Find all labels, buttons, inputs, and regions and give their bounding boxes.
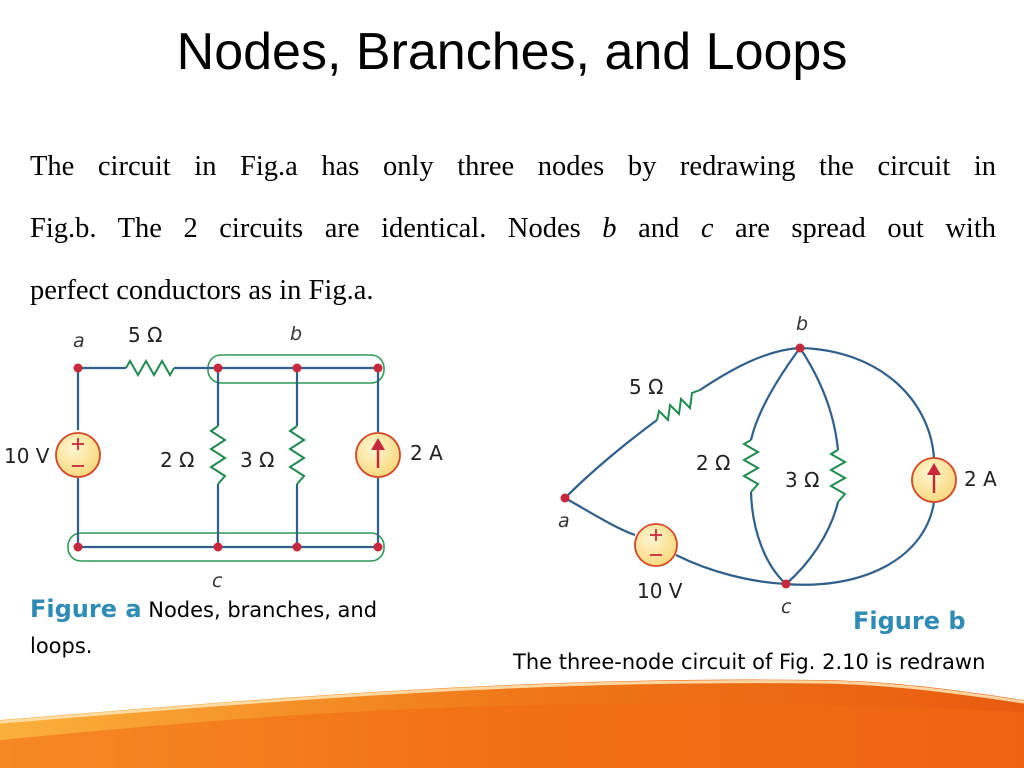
figure-b: b a c 5 Ω 2 Ω 3 Ω 10 V 2 A (558, 313, 997, 618)
resistor-5-label-b: 5 Ω (629, 375, 663, 399)
slide-title: Nodes, Branches, and Loops (176, 23, 848, 81)
resistor-3-ohm (288, 425, 306, 485)
footer-swoosh (0, 679, 1024, 768)
body-paragraph: The circuit in Fig.a has only three node… (30, 136, 996, 322)
paragraph-text: Fig.b. The 2 circuits are identical. Nod… (30, 213, 603, 244)
figure-b-nodes (560, 343, 805, 589)
paragraph-line-2: Fig.b. The 2 circuits are identical. Nod… (30, 198, 996, 260)
node-b-label-b: b (796, 313, 808, 335)
current-source-label: 2 A (410, 441, 443, 465)
resistor-3-label-b: 3 Ω (785, 468, 819, 492)
figure-a-caption-text: Nodes, branches, and loops. (30, 598, 378, 658)
node-a-label: a (73, 330, 85, 352)
figure-b-caption-text: The three-node circuit of Fig. 2.10 is r… (513, 650, 986, 674)
resistor-3-label: 3 Ω (240, 448, 274, 472)
node-a-label-b: a (558, 510, 570, 532)
resistor-5-ohm (125, 358, 175, 378)
figure-a-wires (76, 366, 380, 549)
voltage-source-b-icon (634, 523, 678, 567)
node-c-highlight (67, 532, 385, 562)
resistor-2-ohm (209, 425, 227, 485)
resistor-2-ohm-b (741, 439, 761, 493)
node-c-label: c (212, 570, 223, 592)
figure-a: a b c 5 Ω 2 Ω 3 Ω 10 V 2 A (4, 323, 443, 592)
resistor-2-label: 2 Ω (160, 448, 194, 472)
paragraph-line-3: perfect conductors as in Fig.a. (30, 275, 374, 306)
figure-a-nodes (73, 363, 383, 552)
current-source-b-icon (911, 457, 957, 503)
resistor-5-label: 5 Ω (128, 323, 162, 347)
node-c-label-b: c (781, 596, 792, 618)
voltage-source-icon (55, 432, 101, 478)
figure-a-caption: Figure a Nodes, branches, and loops. (30, 591, 420, 664)
node-b-ref: b (602, 213, 617, 244)
resistor-2-label-b: 2 Ω (696, 451, 730, 475)
resistor-3-ohm-b (828, 449, 848, 503)
figure-a-caption-label: Figure a (30, 595, 142, 623)
paragraph-text: and (616, 213, 701, 244)
resistor-5-ohm-b (656, 389, 701, 423)
node-c-ref: c (700, 213, 714, 244)
current-source-icon (355, 432, 401, 478)
figure-b-wires (564, 346, 936, 586)
current-source-label-b: 2 A (964, 467, 997, 491)
paragraph-line-1: The circuit in Fig.a has only three node… (30, 151, 996, 182)
voltage-source-label-b: 10 V (637, 579, 683, 603)
figure-b-caption-label: Figure b (853, 607, 966, 635)
voltage-source-label: 10 V (4, 444, 50, 468)
node-b-label: b (290, 323, 302, 345)
paragraph-text: are spread out with (713, 213, 997, 244)
